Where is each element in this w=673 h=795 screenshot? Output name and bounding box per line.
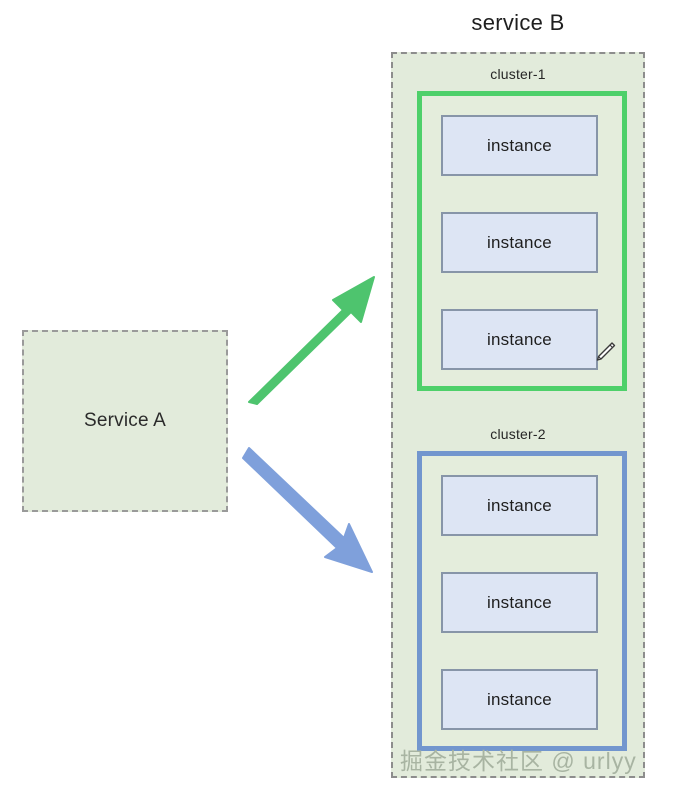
instance-label: instance bbox=[487, 232, 552, 252]
service-b-title: service B bbox=[471, 10, 565, 35]
instance-label: instance bbox=[487, 135, 552, 155]
instance-label: instance bbox=[487, 689, 552, 709]
cluster-2-box[interactable]: instance instance instance bbox=[417, 451, 627, 751]
instance-box[interactable]: instance bbox=[441, 115, 598, 176]
cluster-2-label: cluster-2 bbox=[490, 426, 546, 442]
instance-box[interactable]: instance bbox=[441, 309, 598, 370]
watermark-text: 掘金技术社区 @ urlyy bbox=[400, 748, 637, 774]
service-a-box[interactable]: Service A bbox=[22, 330, 228, 512]
service-b-box[interactable]: cluster-1 instance instance instance clu… bbox=[391, 52, 645, 778]
instance-label: instance bbox=[487, 592, 552, 612]
instance-box[interactable]: instance bbox=[441, 669, 598, 730]
pencil-icon bbox=[596, 342, 616, 361]
service-a-label: Service A bbox=[83, 410, 167, 431]
instance-label: instance bbox=[487, 495, 552, 515]
instance-label: instance bbox=[487, 329, 552, 349]
instance-box[interactable]: instance bbox=[441, 475, 598, 536]
cluster-1-box[interactable]: instance instance instance bbox=[417, 91, 627, 391]
cluster-1-label: cluster-1 bbox=[490, 66, 546, 82]
instance-box[interactable]: instance bbox=[441, 572, 598, 633]
arrow-to-cluster-1-icon bbox=[248, 276, 375, 405]
instance-box[interactable]: instance bbox=[441, 212, 598, 273]
arrow-to-cluster-2-icon bbox=[242, 447, 373, 573]
